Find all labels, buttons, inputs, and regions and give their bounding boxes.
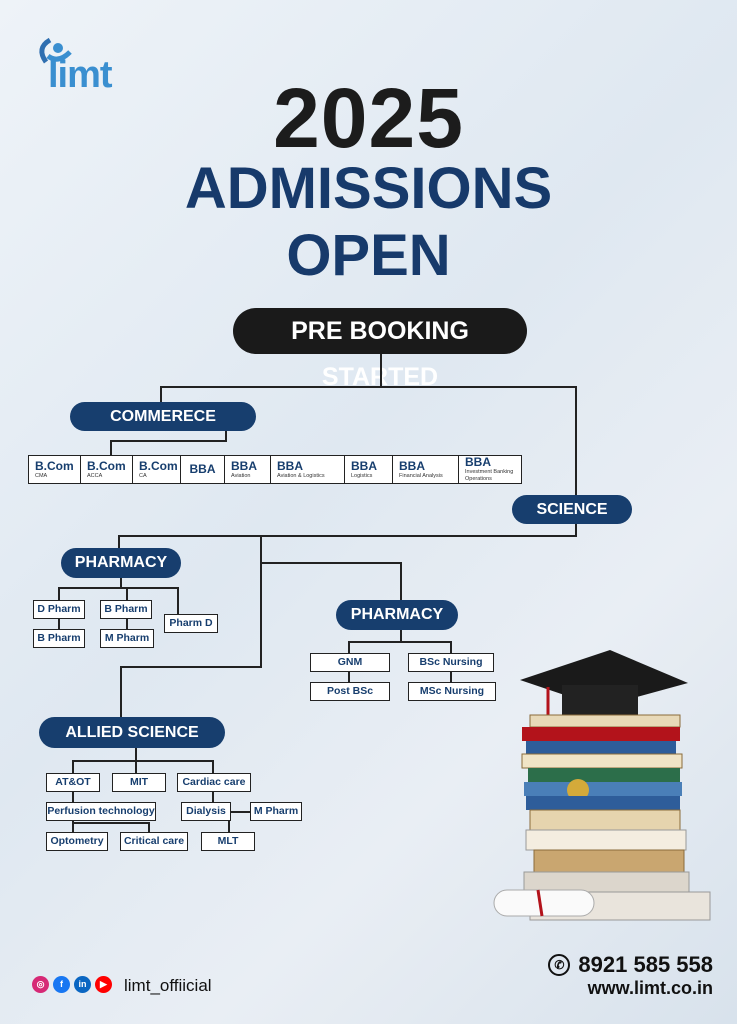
- course-perfusion-technology: Perfusion technology: [46, 802, 156, 821]
- headline-open: OPEN: [286, 223, 451, 288]
- graduation-books-illustration: [493, 650, 711, 921]
- pre-booking-banner: PRE BOOKING STARTED: [233, 308, 527, 391]
- science-category: SCIENCE: [512, 495, 632, 524]
- youtube-icon[interactable]: ▶: [95, 976, 112, 993]
- course-optometry: Optometry: [46, 832, 108, 851]
- website-link[interactable]: www.limt.co.in: [587, 978, 713, 998]
- course-bsc-nursing: BSc Nursing: [408, 653, 494, 672]
- social-icons: ◎ f in ▶: [32, 976, 112, 993]
- course-at-ot: AT&OT: [46, 773, 100, 792]
- headline-admissions: ADMISSIONS: [184, 156, 553, 221]
- allied-science-category: ALLIED SCIENCE: [39, 717, 225, 748]
- course-gnm: GNM: [310, 653, 390, 672]
- pharmacy-left-category: PHARMACY: [61, 548, 181, 578]
- course-post-bsc: Post BSc: [310, 682, 390, 701]
- course-m-pharm-allied: M Pharm: [250, 802, 302, 821]
- course-mit: MIT: [112, 773, 166, 792]
- course-dialysis: Dialysis: [181, 802, 231, 821]
- phone-icon: ✆: [548, 954, 571, 976]
- course-b-pharm-top: B Pharm: [100, 600, 152, 619]
- course-bba: BBA: [181, 456, 225, 483]
- linkedin-icon[interactable]: in: [74, 976, 91, 993]
- commerce-category: COMMERECE: [70, 402, 256, 431]
- phone-contact[interactable]: ✆ 8921 585 558: [548, 952, 713, 978]
- social-handle[interactable]: limt_offiicial: [124, 976, 212, 995]
- course-pharm-d: Pharm D: [164, 614, 218, 633]
- phone-number[interactable]: 8921 585 558: [578, 952, 713, 977]
- course-b-pharm: B Pharm: [33, 629, 85, 648]
- course-m-pharm: M Pharm: [100, 629, 154, 648]
- logo-text: limt: [48, 54, 113, 96]
- course-cardiac-care: Cardiac care: [177, 773, 251, 792]
- limt-logo: limt: [28, 34, 138, 98]
- course-msc-nursing: MSc Nursing: [408, 682, 496, 701]
- logo-figure-icon: [39, 37, 72, 64]
- instagram-icon[interactable]: ◎: [32, 976, 49, 993]
- headline-year: 2025: [273, 71, 464, 165]
- course-d-pharm: D Pharm: [33, 600, 85, 619]
- pharmacy-right-category: PHARMACY: [336, 600, 458, 630]
- course-critical-care: Critical care: [120, 832, 188, 851]
- course-mlt: MLT: [201, 832, 255, 851]
- facebook-icon[interactable]: f: [53, 976, 70, 993]
